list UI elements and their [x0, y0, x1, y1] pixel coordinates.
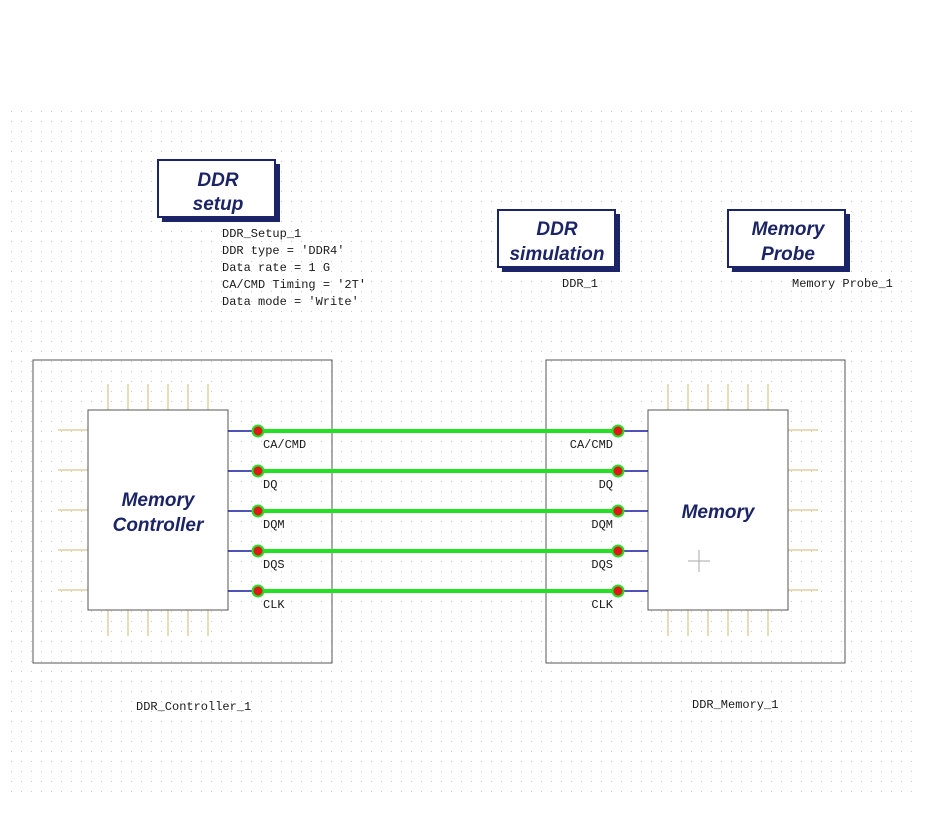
- ddr-setup-title-line2: setup: [193, 194, 244, 215]
- ddr-setup-block[interactable]: DDR setup: [157, 159, 280, 222]
- controller-pin-label: DQM: [263, 518, 285, 532]
- memory-probe-block[interactable]: Memory Probe: [727, 209, 850, 272]
- memory-pin-label: DQS: [591, 558, 613, 572]
- memory-stub-pins: [667, 384, 818, 636]
- ddr-setup-instance: DDR_Setup_1: [222, 227, 301, 241]
- memory-pin-label: DQM: [591, 518, 613, 532]
- ddr-setup-param: DDR type = 'DDR4': [222, 244, 344, 258]
- memory-probe-title-line2: Probe: [761, 244, 815, 265]
- ddr-setup-param: CA/CMD Timing = '2T': [222, 278, 366, 292]
- memory-pin-node[interactable]: [611, 584, 625, 598]
- controller-pin-node[interactable]: [251, 464, 265, 478]
- controller-instance: DDR_Controller_1: [136, 700, 251, 714]
- memory-pin-label: CA/CMD: [570, 438, 613, 452]
- ddr-setup-param: Data mode = 'Write': [222, 295, 359, 309]
- controller-pin-node[interactable]: [251, 504, 265, 518]
- memory-body: [647, 409, 789, 611]
- controller-pin-label: CLK: [263, 598, 285, 612]
- memory-label: Memory: [682, 502, 756, 523]
- memory-pin-label: CLK: [591, 598, 613, 612]
- memory-pin-node[interactable]: [611, 424, 625, 438]
- memory-pin-node[interactable]: [611, 544, 625, 558]
- controller-label-line2: Controller: [113, 515, 205, 536]
- controller-pin-label: DQ: [263, 478, 277, 492]
- ddr-simulation-instance: DDR_1: [562, 277, 598, 291]
- memory-pin-node[interactable]: [611, 464, 625, 478]
- controller-pin-node[interactable]: [251, 544, 265, 558]
- memory-component[interactable]: Memory: [545, 359, 846, 664]
- controller-body: [87, 409, 229, 611]
- ddr-simulation-title-line2: simulation: [509, 244, 604, 265]
- crosshair-icon: [688, 550, 710, 572]
- controller-pin-label: CA/CMD: [263, 438, 306, 452]
- memory-pin-label: DQ: [599, 478, 613, 492]
- signal-nets: CA/CMD CA/CMD DQ DQ DQM DQM DQS DQS CLK CLK: [228, 424, 648, 612]
- memory-probe-title-line1: Memory: [752, 219, 826, 240]
- controller-pin-node[interactable]: [251, 584, 265, 598]
- memory-pin-node[interactable]: [611, 504, 625, 518]
- ddr-simulation-block[interactable]: DDR simulation: [497, 209, 620, 272]
- ddr-simulation-title-line1: DDR: [536, 219, 577, 240]
- controller-label-line1: Memory: [122, 490, 196, 511]
- controller-pin-label: DQS: [263, 558, 285, 572]
- memory-controller-component[interactable]: Memory Controller: [32, 359, 333, 664]
- memory-probe-instance: Memory Probe_1: [792, 277, 893, 291]
- memory-instance: DDR_Memory_1: [692, 698, 778, 712]
- ddr-setup-param: Data rate = 1 G: [222, 261, 330, 275]
- controller-pin-node[interactable]: [251, 424, 265, 438]
- ddr-setup-title-line1: DDR: [197, 170, 238, 191]
- controller-stub-pins: [58, 384, 209, 636]
